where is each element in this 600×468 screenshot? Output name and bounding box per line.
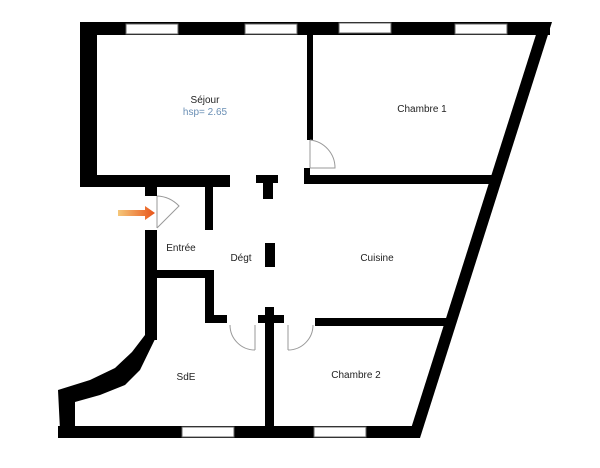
entry-arrow-icon bbox=[118, 206, 155, 220]
room-label-chambre2: Chambre 2 bbox=[331, 370, 381, 381]
room-label-sde: SdE bbox=[177, 372, 196, 383]
room-label-sejour: Séjour bbox=[191, 95, 221, 106]
walls bbox=[58, 22, 552, 438]
windows bbox=[125, 22, 508, 438]
doors bbox=[156, 139, 336, 351]
room-label-degt: Dégt bbox=[230, 253, 251, 264]
ceiling-height: hsp= 2.65 bbox=[183, 107, 228, 118]
room-label-cuisine: Cuisine bbox=[360, 253, 394, 264]
room-label-chambre1: Chambre 1 bbox=[397, 104, 447, 115]
room-label-entree: Entrée bbox=[166, 243, 196, 254]
